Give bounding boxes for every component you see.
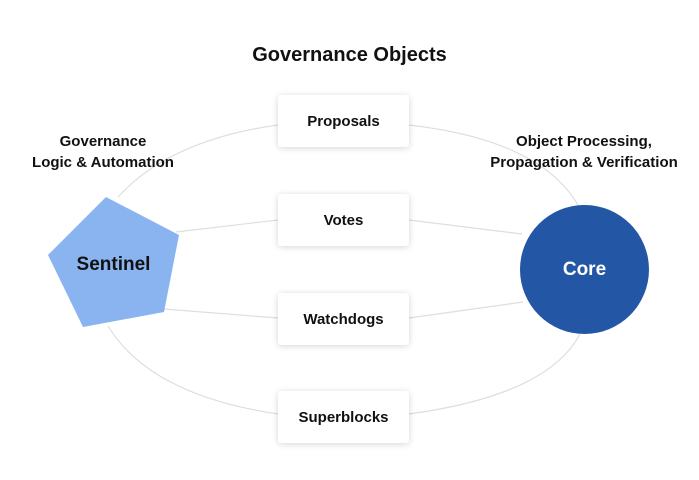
sentinel-pentagon [48,197,179,327]
connector-superblocks-core [408,333,581,415]
core-description-line-2: Propagation & Verification [490,154,678,171]
core-description: Object Processing, Propagation & Verific… [478,131,690,173]
core-label: Core [562,258,607,280]
diagram-title: Governance Objects [252,44,447,66]
object-label-watchdogs: Watchdogs [303,310,384,328]
connector-proposals-core [408,124,579,206]
connector-sentinel-votes [175,219,279,233]
core-description-line-1: Object Processing, [516,133,652,150]
connector-sentinel-proposals [117,124,279,198]
object-box-watchdogs: Watchdogs [278,293,409,345]
core-circle: Core [520,205,649,334]
sentinel-description-line-2: Logic & Automation [32,154,174,171]
sentinel-description-line-1: Governance [59,133,147,150]
object-label-superblocks: Superblocks [298,408,389,426]
connector-sentinel-superblocks [107,325,279,415]
object-box-superblocks: Superblocks [278,391,409,443]
sentinel-description: Governance Logic & Automation [14,131,192,173]
object-box-proposals: Proposals [278,95,409,147]
object-box-votes: Votes [278,194,409,246]
connector-sentinel-watchdogs [163,308,279,319]
connector-watchdogs-core [408,301,524,319]
object-label-votes: Votes [323,211,364,229]
sentinel-label: Sentinel [76,254,151,275]
connector-votes-core [408,219,523,235]
object-label-proposals: Proposals [307,112,380,130]
